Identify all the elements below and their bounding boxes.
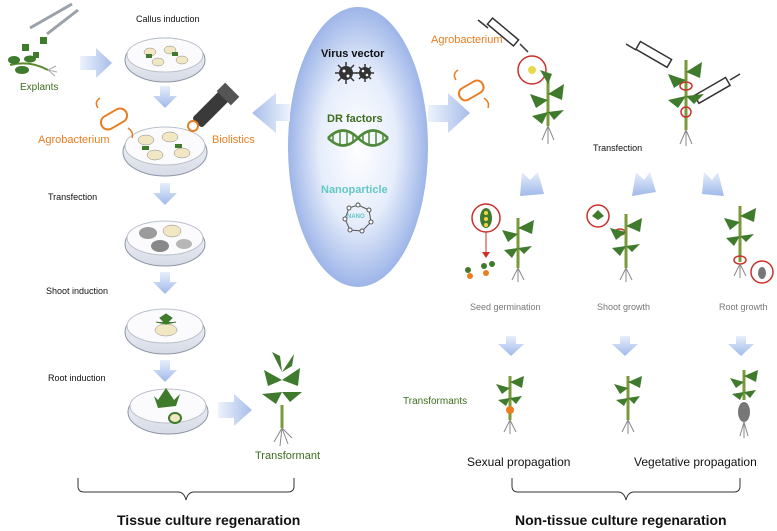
arrow-down-4 [153,360,177,382]
vegetative-propagation-label: Vegetative propagation [634,455,757,469]
nanoparticle-icon [342,202,374,234]
syringe-icon-2 [625,40,741,105]
agrobacterium-right-label: Agrobacterium [431,34,503,46]
arrow-to-shoot [632,172,656,196]
petri-dish-root [127,388,209,435]
transformant-label: Transformant [255,450,321,462]
central-ellipse [288,7,428,287]
biolistics-label: Biolistics [212,134,255,146]
explants-illustration [8,2,79,77]
arrow-down-root [728,336,754,356]
arrow-explants-to-dish [80,48,112,78]
seed-germination-label: Seed germination [470,302,541,312]
agrobacterium-icon-right [453,69,490,109]
plant-seed-germination [465,203,534,282]
explants-label: Explants [20,82,59,93]
transfection-right-label: Transfection [593,143,643,153]
petri-dish-transformation [122,126,208,177]
arrow-down-2 [153,183,177,205]
arrow-to-right [428,93,470,133]
nanoparticle-label: Nanoparticle [321,184,388,196]
transformant-plant-seed [496,376,524,434]
transfection-left-label: Transfection [48,192,98,202]
shoot-growth-label: Shoot growth [597,302,651,312]
plant-top-2 [668,60,704,146]
right-bracket [511,478,741,501]
biolistics-gun-icon [187,82,240,132]
arrow-down-shoot [612,336,638,356]
tissue-culture-title: Tissue culture regenaration [117,512,301,528]
petri-dish-callus [124,37,206,83]
syringe-icon-1 [477,16,529,53]
petri-dish-transfection [124,220,206,267]
non-tissue-culture-title: Non-tissue culture regenaration [515,512,727,528]
root-growth-label: Root growth [719,302,768,312]
left-bracket [77,478,295,501]
arrow-to-transformant [218,394,252,426]
arrow-to-left [252,93,290,133]
root-induction-label: Root induction [48,373,106,383]
transformant-plant-shoot [614,376,642,434]
highlight-flower-1 [517,55,547,85]
petri-dish-shoot [124,308,206,355]
arrow-down-seed [498,336,524,356]
virus-vector-label: Virus vector [321,48,385,60]
agrobacterium-left-label: Agrobacterium [38,134,110,146]
transformants-label: Transformants [403,396,468,407]
dr-factors-label: DR factors [327,113,383,125]
agrobacterium-icon-left [95,97,134,139]
arrow-down-1 [153,86,177,108]
virus-icon [335,62,374,84]
plant-shoot-growth [586,204,642,282]
shoot-induction-label: Shoot induction [46,286,109,296]
arrow-down-3 [153,272,177,294]
plant-root-growth [724,206,774,284]
sexual-propagation-label: Sexual propagation [467,455,571,469]
transformant-plant-left [262,352,302,447]
dna-icon [327,129,389,147]
nano-badge: NANO [347,214,365,220]
arrow-to-seed [520,172,544,196]
callus-induction-label: Callus induction [136,14,200,24]
transformant-plant-root [730,370,758,438]
plant-top-1 [530,70,564,144]
arrow-to-root [702,172,724,196]
